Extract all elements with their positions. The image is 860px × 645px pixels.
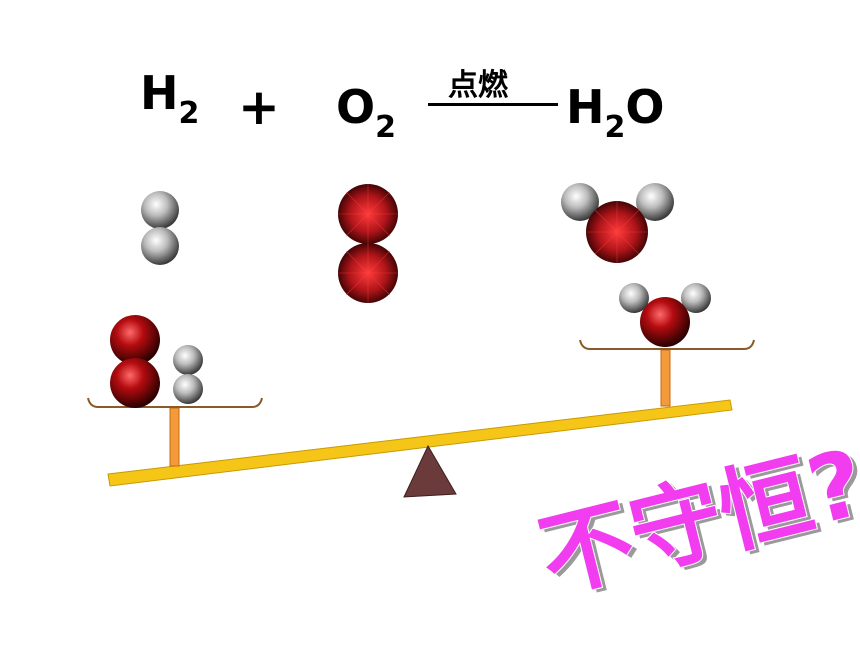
oxygen-molecule-top — [338, 184, 398, 303]
reaction-condition: 点燃 — [448, 68, 508, 103]
balance-beam — [107, 399, 733, 487]
h2o-symbol-h: H — [566, 80, 605, 134]
hydrogen-molecule-top — [141, 191, 179, 265]
question-wordart: 不守恒? 不守恒? — [529, 428, 860, 608]
left-pan — [87, 315, 263, 467]
balance-fulcrum — [403, 444, 457, 498]
left-tray — [87, 397, 263, 408]
hydrogen-atom — [173, 345, 203, 375]
right-tray — [579, 339, 755, 350]
hydrogen-atom — [561, 183, 599, 221]
oxygen-atom — [110, 358, 160, 408]
o2-subscript: 2 — [375, 110, 396, 145]
h2-symbol: H — [140, 66, 179, 120]
hydrogen-atom — [681, 283, 711, 313]
hydrogen-atom — [619, 283, 649, 313]
h2o-subscript: 2 — [604, 110, 626, 145]
left-post — [169, 407, 180, 467]
hydrogen-atom — [141, 191, 179, 229]
equation-reactant-h2: H2 — [140, 66, 199, 131]
equation-reactant-o2: O2 — [336, 80, 396, 145]
water-molecule-top — [561, 183, 674, 263]
right-pan — [579, 283, 755, 407]
o2-symbol: O — [336, 80, 376, 134]
hydrogen-atom — [173, 374, 203, 404]
equation-product-h2o: H2O — [566, 80, 665, 145]
oxygen-atom — [640, 297, 690, 347]
oxygen-atom — [110, 315, 160, 365]
h2-subscript: 2 — [178, 96, 200, 131]
hydrogen-atom — [636, 183, 674, 221]
reaction-arrow-line — [428, 103, 558, 106]
hydrogen-atom — [141, 227, 179, 265]
equation-plus: + — [238, 78, 280, 136]
h2o-symbol-o: O — [625, 80, 665, 134]
